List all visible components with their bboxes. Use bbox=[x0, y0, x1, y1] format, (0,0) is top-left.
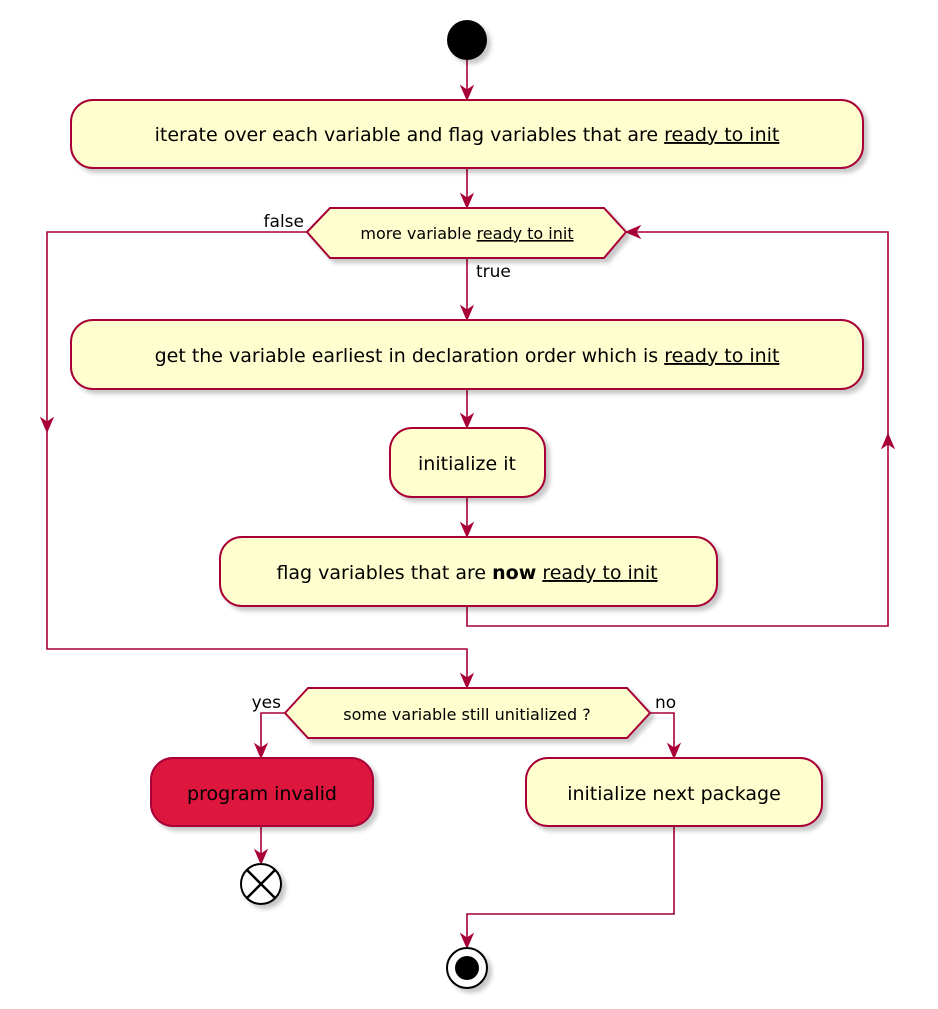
activity-iterate-variables-label: iterate over each variable and flag vari… bbox=[155, 124, 780, 146]
edge-loop-false bbox=[46, 231, 468, 688]
start-node bbox=[447, 20, 487, 60]
activity-iterate-variables: iterate over each variable and flag vari… bbox=[70, 99, 864, 169]
arrowhead bbox=[459, 412, 475, 430]
decision-unitialized-label: some variable still unitialized ? bbox=[343, 705, 590, 724]
arrowhead bbox=[459, 304, 475, 322]
kill-node bbox=[240, 863, 282, 905]
arrowhead bbox=[880, 432, 896, 450]
arrowhead bbox=[459, 521, 475, 539]
arrowhead bbox=[39, 416, 55, 434]
loop-condition-label: more variable ready to init bbox=[360, 224, 573, 243]
edge-decision-no bbox=[650, 712, 675, 758]
edge-label-yes: yes bbox=[252, 693, 282, 713]
arrowhead bbox=[666, 742, 682, 760]
arrowhead bbox=[253, 848, 269, 866]
activity-get-earliest-variable-label: get the variable earliest in declaration… bbox=[155, 345, 780, 367]
activity-flag-now-ready-label: flag variables that are now ready to ini… bbox=[276, 562, 657, 584]
arrowhead bbox=[459, 84, 475, 102]
end-node bbox=[446, 947, 488, 989]
activity-program-invalid-label: program invalid bbox=[187, 783, 337, 805]
decision-unitialized: some variable still unitialized ? bbox=[283, 687, 652, 739]
edge-label-false: false bbox=[264, 212, 304, 232]
activity-initialize-next-package-label: initialize next package bbox=[567, 783, 781, 805]
arrowhead bbox=[459, 672, 475, 690]
activity-initialize-next-package: initialize next package bbox=[525, 757, 823, 827]
arrowhead bbox=[459, 192, 475, 210]
edge-loop-back bbox=[466, 231, 889, 627]
edge-label-true: true bbox=[476, 262, 511, 282]
edge-next-to-end bbox=[466, 826, 675, 948]
edge-decision-yes bbox=[260, 712, 285, 758]
arrowhead bbox=[253, 742, 269, 760]
loop-condition: more variable ready to init bbox=[305, 207, 628, 259]
activity-initialize-it-label: initialize it bbox=[418, 453, 516, 475]
activity-get-earliest-variable: get the variable earliest in declaration… bbox=[70, 319, 864, 390]
arrowhead bbox=[459, 932, 475, 950]
activity-flag-now-ready: flag variables that are now ready to ini… bbox=[219, 536, 718, 607]
activity-program-invalid: program invalid bbox=[150, 757, 374, 827]
arrowhead bbox=[624, 224, 642, 240]
edge-label-no: no bbox=[655, 693, 676, 713]
activity-initialize-it: initialize it bbox=[389, 427, 546, 498]
